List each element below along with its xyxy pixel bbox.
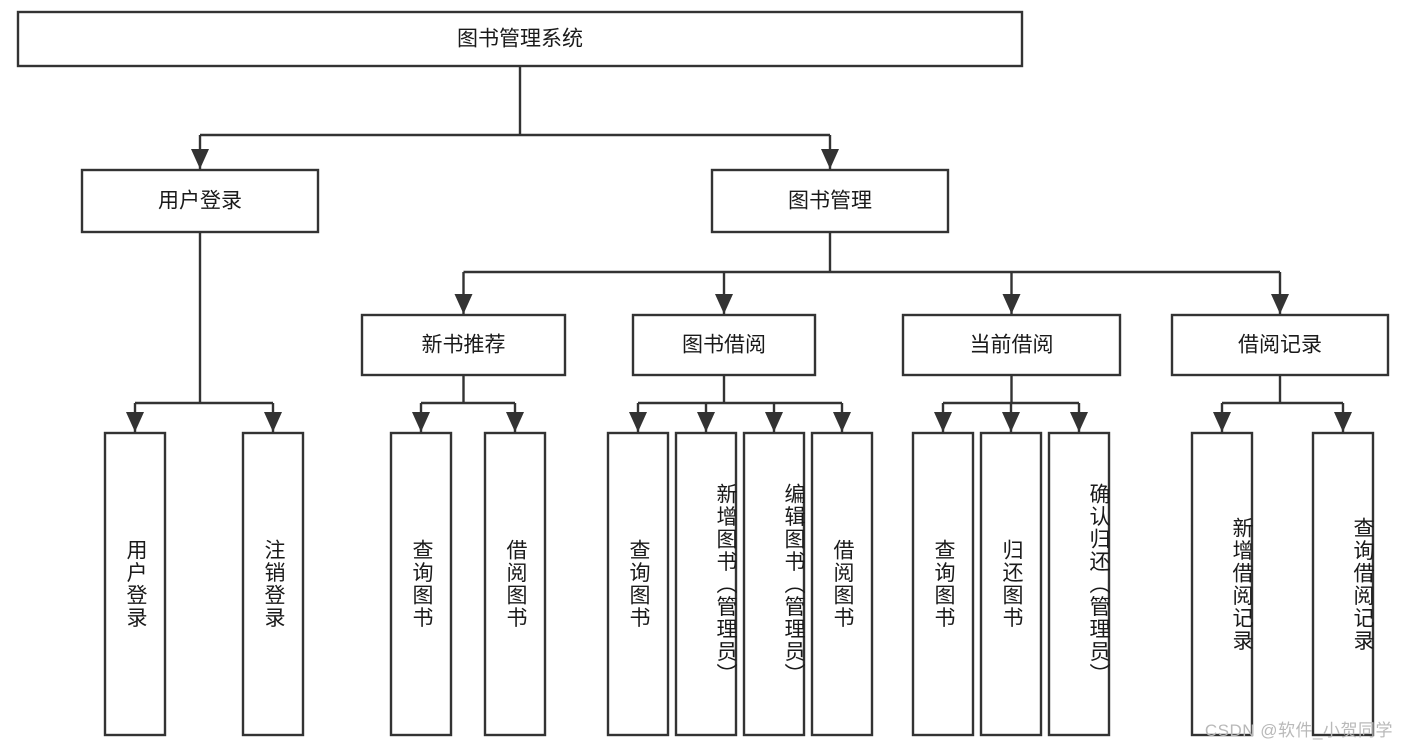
node-leaf-add-record[interactable] bbox=[1190, 431, 1254, 737]
node-leaf-user-logout[interactable] bbox=[241, 431, 305, 737]
arrow-head-icon bbox=[629, 412, 647, 432]
node-book-manage[interactable]: 图书管理 bbox=[710, 168, 950, 234]
arrow-head-icon bbox=[821, 149, 839, 169]
node-book-borrow-rect[interactable] bbox=[631, 313, 817, 377]
node-borrow-record[interactable]: 借阅记录 bbox=[1170, 313, 1390, 377]
node-new-book-rec[interactable]: 新书推荐 bbox=[360, 313, 567, 377]
node-leaf-user-login[interactable] bbox=[103, 431, 167, 737]
node-leaf-confirm-return-rect[interactable] bbox=[1047, 431, 1111, 737]
node-leaf-query-record[interactable] bbox=[1311, 431, 1375, 737]
node-leaf-add-book-rect[interactable] bbox=[674, 431, 738, 737]
node-current-borrow-rect[interactable] bbox=[901, 313, 1122, 377]
node-root-label: 图书管理系统 bbox=[457, 28, 583, 51]
node-user-login[interactable]: 用户登录 bbox=[80, 168, 320, 234]
arrow-head-icon bbox=[833, 412, 851, 432]
node-leaf-return-book[interactable] bbox=[979, 431, 1043, 737]
node-leaf-borrow-book-1-rect[interactable] bbox=[483, 431, 547, 737]
node-leaf-confirm-return[interactable] bbox=[1047, 431, 1111, 737]
arrow-head-icon bbox=[1002, 412, 1020, 432]
arrow-head-icon bbox=[1002, 294, 1021, 314]
arrow-head-icon bbox=[1334, 412, 1352, 432]
node-leaf-edit-book-rect[interactable] bbox=[742, 431, 806, 737]
node-book-manage-label: 图书管理 bbox=[788, 190, 872, 213]
node-book-manage-rect[interactable] bbox=[710, 168, 950, 234]
node-leaf-query-book-2-rect[interactable] bbox=[606, 431, 670, 737]
node-leaf-edit-book[interactable] bbox=[742, 431, 806, 737]
arrow-head-icon bbox=[1271, 294, 1289, 314]
node-user-login-rect[interactable] bbox=[80, 168, 320, 234]
node-new-book-rec-label: 新书推荐 bbox=[422, 334, 506, 357]
node-leaf-query-record-rect[interactable] bbox=[1311, 431, 1375, 737]
node-leaf-query-book-1[interactable] bbox=[389, 431, 453, 737]
node-current-borrow[interactable]: 当前借阅 bbox=[901, 313, 1122, 377]
node-leaf-borrow-book-2[interactable] bbox=[810, 431, 874, 737]
arrow-head-icon bbox=[191, 149, 209, 169]
node-root[interactable]: 图书管理系统 bbox=[16, 10, 1024, 68]
node-book-borrow-label: 图书借阅 bbox=[682, 334, 766, 357]
node-borrow-record-rect[interactable] bbox=[1170, 313, 1390, 377]
node-leaf-query-book-2[interactable] bbox=[606, 431, 670, 737]
arrow-head-icon bbox=[1070, 412, 1088, 432]
arrow-head-icon bbox=[126, 412, 144, 432]
node-leaf-add-book[interactable] bbox=[674, 431, 738, 737]
arrow-head-icon bbox=[264, 412, 282, 432]
arrow-head-icon bbox=[412, 412, 430, 432]
arrow-head-icon bbox=[454, 294, 473, 314]
node-leaf-add-record-rect[interactable] bbox=[1190, 431, 1254, 737]
arrow-head-icon bbox=[506, 412, 524, 432]
node-leaf-user-logout-rect[interactable] bbox=[241, 431, 305, 737]
node-borrow-record-label: 借阅记录 bbox=[1238, 334, 1322, 357]
arrow-head-icon bbox=[697, 412, 715, 432]
connectors-layer bbox=[126, 66, 1352, 432]
node-root-rect[interactable] bbox=[16, 10, 1024, 68]
node-user-login-label: 用户登录 bbox=[158, 190, 242, 213]
arrow-head-icon bbox=[715, 294, 733, 314]
csdn-watermark: CSDN @软件_小贺同学 bbox=[1204, 721, 1393, 740]
node-leaf-borrow-book-2-rect[interactable] bbox=[810, 431, 874, 737]
arrow-head-icon bbox=[1213, 412, 1231, 432]
node-leaf-borrow-book-1[interactable] bbox=[483, 431, 547, 737]
node-current-borrow-label: 当前借阅 bbox=[970, 334, 1054, 357]
node-book-borrow[interactable]: 图书借阅 bbox=[631, 313, 817, 377]
node-new-book-rec-rect[interactable] bbox=[360, 313, 567, 377]
node-leaf-query-book-3-rect[interactable] bbox=[911, 431, 975, 737]
node-leaf-user-login-rect[interactable] bbox=[103, 431, 167, 737]
node-leaf-return-book-rect[interactable] bbox=[979, 431, 1043, 737]
node-leaf-query-book-1-rect[interactable] bbox=[389, 431, 453, 737]
arrow-head-icon bbox=[765, 412, 783, 432]
node-leaf-query-book-3[interactable] bbox=[911, 431, 975, 737]
arrow-head-icon bbox=[934, 412, 952, 432]
